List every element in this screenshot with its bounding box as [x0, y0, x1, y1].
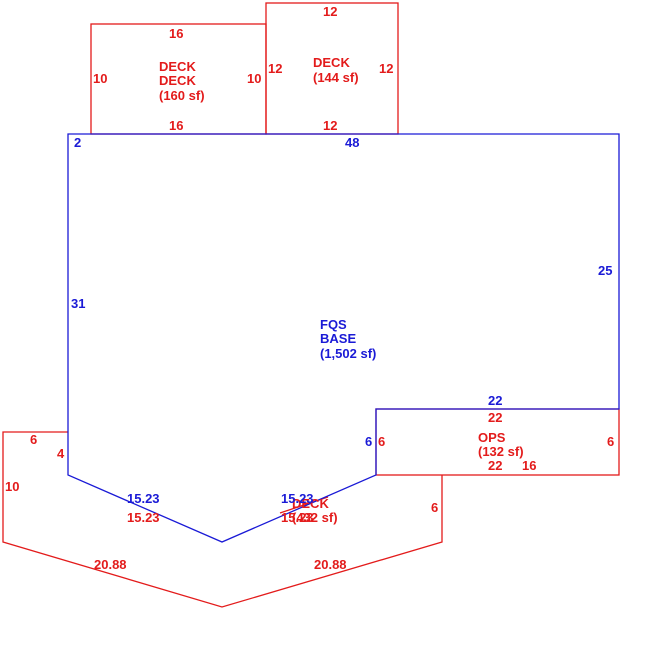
ops-name: OPS: [478, 430, 506, 445]
deck-bottom-area: (432 sf): [292, 510, 338, 525]
base-name-2: BASE: [320, 331, 356, 346]
dim-deck-right-left: 12: [268, 61, 282, 76]
dim-ops-left: 6: [378, 434, 385, 449]
deck-right-area: (144 sf): [313, 70, 359, 85]
dim-deck-bottom-diag-right: 15.23: [281, 510, 314, 525]
dim-base-diag-left: 15.23: [127, 491, 160, 506]
dim-deck-right-right: 12: [379, 61, 393, 76]
base-name: FQS: [320, 317, 347, 332]
dim-ops-bottom: 22: [488, 458, 502, 473]
base-area: (1,502 sf): [320, 346, 376, 361]
dim-deck-right-top: 12: [323, 4, 337, 19]
base-outline: [67, 133, 620, 543]
dim-deck-left-bottom: 16: [169, 118, 183, 133]
dim-ops-bottom-right: 16: [522, 458, 536, 473]
dim-base-diag-right: 15.23: [281, 491, 314, 506]
dim-deck-left-right: 10: [247, 71, 261, 86]
deck-left-name-2: DECK: [159, 73, 196, 88]
dim-deck-bottom-bottom-left: 20.88: [94, 557, 127, 572]
dim-deck-bottom-diag-left: 15.23: [127, 510, 160, 525]
dim-deck-left-top: 16: [169, 26, 183, 41]
dim-deck-bottom-outer-left: 10: [5, 479, 19, 494]
ops-area: (132 sf): [478, 444, 524, 459]
deck-right-name: DECK: [313, 55, 350, 70]
dim-base-left: 31: [71, 296, 85, 311]
dim-deck-bottom-bottom-right: 20.88: [314, 557, 347, 572]
dim-base-top: 48: [345, 135, 359, 150]
deck-left-name: DECK: [159, 59, 196, 74]
dim-deck-bottom-top: 6: [30, 432, 37, 447]
dim-deck-left-left: 10: [93, 71, 107, 86]
dim-deck-right-bottom: 12: [323, 118, 337, 133]
dim-base-ops-left: 6: [365, 434, 372, 449]
dim-base-ops-top: 22: [488, 393, 502, 408]
dim-base-right: 25: [598, 263, 612, 278]
dim-deck-bottom-right: 6: [431, 500, 438, 515]
deck-left-area: (160 sf): [159, 88, 205, 103]
deck-bottom-outline: [2, 431, 443, 608]
dim-deck-bottom-inner-left: 4: [57, 446, 65, 461]
deck-bottom-name: DECK: [292, 496, 329, 511]
dim-ops-top: 22: [488, 410, 502, 425]
dim-base-top-left: 2: [74, 135, 81, 150]
dim-ops-right: 6: [607, 434, 614, 449]
